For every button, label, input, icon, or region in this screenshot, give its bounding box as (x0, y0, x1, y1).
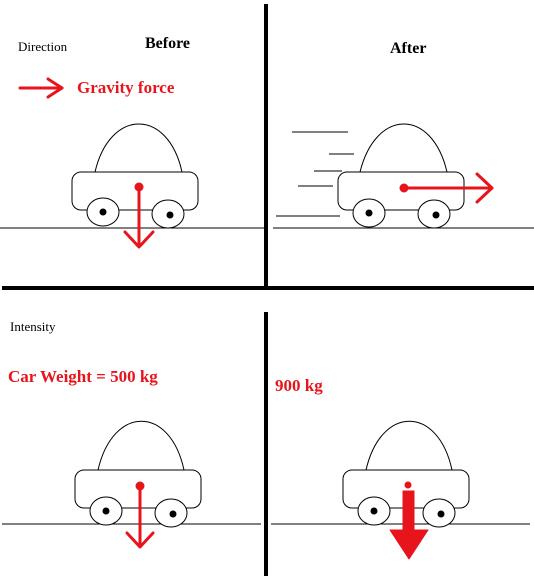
car-900kg (342, 420, 470, 528)
motion-lines (276, 131, 354, 217)
gravity-force-arrow-500kg (125, 481, 155, 549)
before-heading: Before (145, 35, 190, 52)
legend-arrow (18, 77, 64, 99)
car-500kg (74, 420, 202, 528)
gravity-force-arrow-down (123, 182, 155, 249)
car-roof (359, 123, 448, 173)
car-weight-label: Car Weight = 500 kg (8, 367, 158, 386)
car-roof (94, 123, 183, 173)
car-roof (365, 420, 453, 471)
heavy-weight-label: 900 kg (275, 376, 323, 395)
car-roof (97, 420, 185, 471)
legend-gravity-force-text: Gravity force (77, 78, 175, 97)
car-after (337, 123, 465, 229)
gravity-force-arrow-right (399, 172, 494, 204)
panel-dividers (2, 4, 534, 576)
legend: Gravity force (18, 77, 175, 99)
after-heading: After (390, 40, 426, 57)
gravity-force-arrow-900kg (389, 481, 429, 560)
direction-label: Direction (18, 39, 68, 54)
car-before (71, 123, 199, 229)
intensity-label: Intensity (10, 319, 56, 334)
